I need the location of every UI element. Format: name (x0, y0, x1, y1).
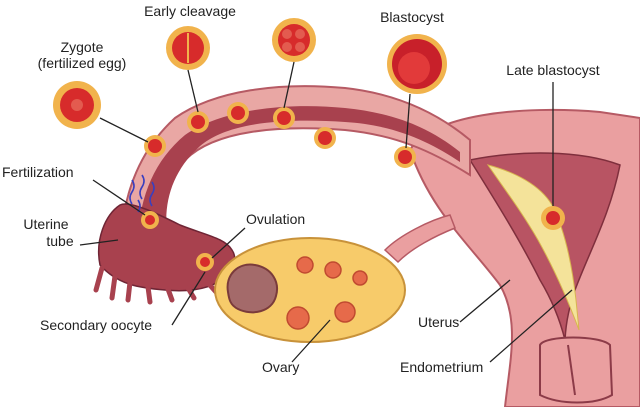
cleavage-cell-1 (187, 111, 209, 133)
cleavage-cell-2 (227, 102, 249, 124)
label-early-cleavage: Early cleavage (144, 3, 236, 19)
cervical-canal (567, 344, 576, 396)
early-cleavage-enlarged-2 (272, 18, 316, 62)
label-uterine-tube-sub: tube (46, 233, 73, 249)
leader-lines (79, 61, 573, 363)
late-blastocyst-implanted (541, 206, 565, 230)
cleavage-cell-3 (273, 107, 295, 129)
cervix (539, 336, 614, 404)
label-zygote: Zygote (61, 39, 104, 55)
label-late-blastocyst: Late blastocyst (506, 62, 599, 78)
blastocyst-enlarged (387, 34, 447, 94)
fimbriae-fringe (93, 265, 237, 305)
zygote-enlarged (53, 81, 101, 129)
label-uterus: Uterus (418, 314, 459, 330)
label-ovary: Ovary (262, 359, 299, 375)
sperm-icon (129, 174, 155, 213)
label-ovulation: Ovulation (246, 211, 305, 227)
zygote-in-tube (144, 135, 166, 157)
follicle (324, 261, 342, 279)
blastocyst-in-tube (394, 146, 416, 168)
label-secondary-oocyte: Secondary oocyte (40, 317, 152, 333)
label-blastocyst: Blastocyst (380, 9, 444, 25)
morula-cell (314, 127, 336, 149)
fertilization-cell (141, 211, 159, 229)
early-cleavage-enlarged-1 (166, 26, 210, 70)
follicle (286, 306, 310, 330)
secondary-oocyte (196, 253, 214, 271)
endometrium-layer (486, 164, 580, 331)
label-endometrium: Endometrium (400, 359, 483, 375)
label-fertilization: Fertilization (2, 164, 74, 180)
ovarian-ligament (383, 214, 456, 264)
label-uterine-tube: Uterine (23, 216, 68, 232)
corpus-luteum (226, 263, 278, 314)
follicle (352, 270, 368, 286)
fimbriae (98, 203, 236, 292)
label-zygote-sub: (fertilized egg) (38, 55, 127, 71)
follicle (296, 256, 314, 274)
follicle (334, 301, 356, 323)
